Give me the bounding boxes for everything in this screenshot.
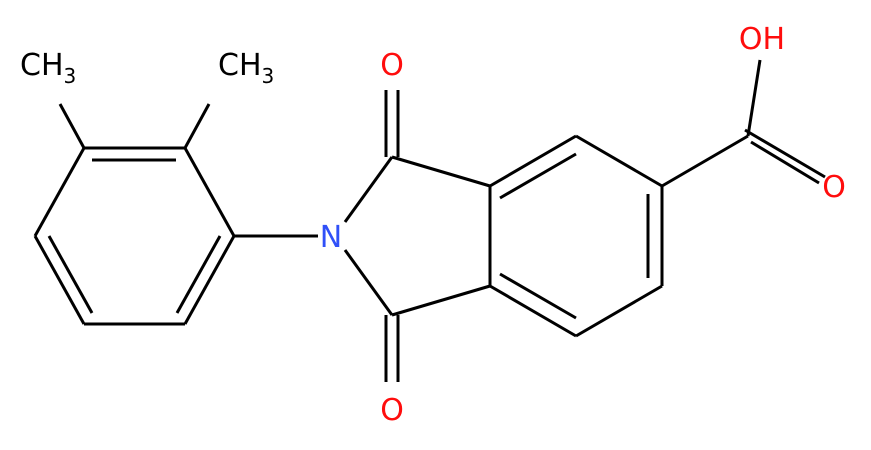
bond — [183, 147, 236, 237]
bond — [183, 235, 236, 325]
bond — [47, 235, 94, 314]
bond — [499, 272, 577, 320]
bond — [391, 284, 491, 317]
bond — [750, 140, 820, 185]
oxygen-label-bottom: O — [380, 393, 404, 428]
methyl-label-2: CH3 — [218, 48, 274, 88]
bond — [489, 134, 577, 188]
methyl-label-2-main: CH — [218, 48, 262, 83]
oxygen-label-carbonyl: O — [822, 170, 846, 205]
methyl-label-2-subscript: 3 — [262, 64, 275, 88]
bond — [661, 134, 749, 188]
hydroxyl-label: OH — [739, 22, 785, 57]
bond — [391, 155, 491, 188]
bond — [489, 284, 577, 338]
methyl-label-1-main: CH — [20, 48, 64, 83]
nitrogen-label: N — [320, 220, 342, 255]
bond — [33, 235, 86, 325]
bond-layer — [33, 59, 826, 382]
bond — [499, 152, 577, 200]
bond — [343, 249, 394, 316]
bond — [33, 147, 86, 237]
bond — [175, 235, 222, 314]
bond — [183, 103, 211, 149]
atom-layer: CH3 CH3 N O O O OH — [20, 22, 846, 428]
bond — [746, 59, 762, 137]
bond — [58, 103, 86, 149]
methyl-label-1: CH3 — [20, 48, 76, 88]
bond — [744, 128, 826, 179]
oxygen-label-top: O — [380, 48, 404, 83]
bond — [575, 134, 663, 188]
bond — [343, 156, 394, 223]
bond — [575, 284, 663, 338]
methyl-label-1-subscript: 3 — [64, 64, 77, 88]
